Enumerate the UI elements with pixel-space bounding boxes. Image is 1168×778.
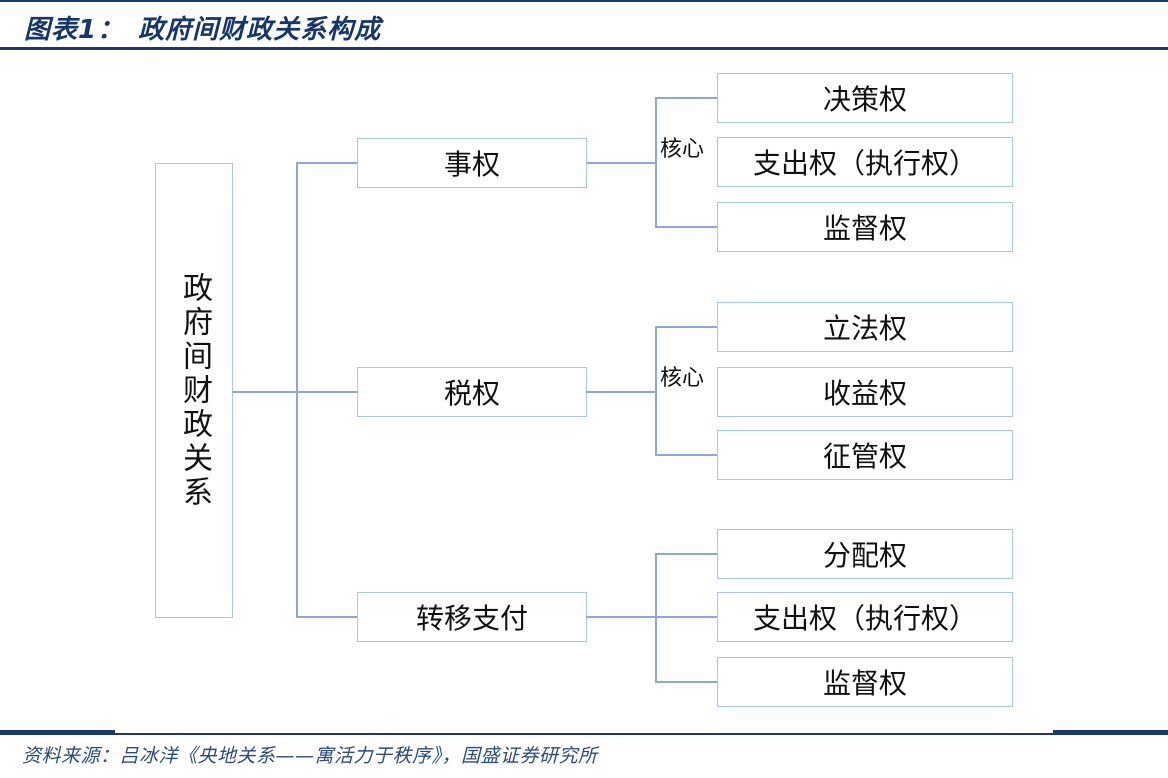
connector-bracket3-top (655, 553, 717, 555)
bracket-group3 (655, 553, 657, 683)
child-node-label: 监督权 (822, 212, 907, 245)
parent-node-zhuanyizhifu: 转移支付 (357, 592, 587, 642)
child-node-zhichuquan-1: 支出权（执行权） (717, 137, 1013, 187)
child-node-label: 支出权（执行权） (752, 147, 977, 180)
child-node-jianduquan-1: 监督权 (717, 202, 1013, 252)
connector-shiquan-to-bracket (587, 162, 656, 164)
footer-rule-thick-right (1053, 730, 1168, 734)
core-label-group1: 核心 (660, 133, 714, 162)
child-node-fenpeiquan: 分配权 (717, 529, 1013, 579)
root-node-label: 政府间财政关系 (177, 271, 212, 510)
parent-node-shuiquan: 税权 (357, 367, 587, 417)
figure-label: 图表1： (24, 15, 125, 45)
child-node-label: 监督权 (822, 667, 907, 700)
connector-bracket2-bottom (655, 454, 717, 456)
source-note: 资料来源：吕冰洋《央地关系——寓活力于秩序》，国盛证券研究所 (22, 745, 598, 767)
child-node-label: 收益权 (822, 377, 907, 410)
child-node-zhengguanquan: 征管权 (717, 430, 1013, 480)
top-border-line (0, 0, 1168, 2)
connector-shuiquan-to-bracket (586, 391, 656, 393)
connector-bracket3-bottom (655, 681, 717, 683)
connector-bracket1-top (655, 97, 717, 99)
parent-node-label: 转移支付 (415, 602, 528, 635)
bracket-group1 (655, 97, 657, 228)
connector-zhuanyizhifu-to-child (586, 616, 717, 618)
root-node: 政府间财政关系 (155, 163, 233, 618)
connector-branch-to-zhuanyizhifu (296, 616, 357, 618)
parent-node-shiquan: 事权 (357, 138, 587, 188)
child-node-label: 立法权 (822, 312, 907, 345)
connector-branch-to-shiquan (296, 162, 357, 164)
parent-node-label: 事权 (443, 148, 500, 181)
connector-branch-vertical (296, 162, 298, 618)
connector-bracket1-bottom (655, 226, 717, 228)
figure-title: 政府间财政关系构成 (138, 15, 382, 45)
title-underline (0, 47, 1168, 50)
child-node-jianduquan-2: 监督权 (717, 657, 1013, 707)
parent-node-label: 税权 (443, 377, 500, 410)
child-node-zhichuquan-2: 支出权（执行权） (717, 592, 1013, 642)
child-node-shouyiquan: 收益权 (717, 367, 1013, 417)
child-node-label: 决策权 (822, 83, 907, 116)
child-node-label: 支出权（执行权） (752, 602, 977, 635)
child-node-label: 分配权 (822, 539, 907, 572)
footer-rule-thin (0, 733, 1168, 735)
connector-root-to-branch (232, 391, 357, 393)
child-node-label: 征管权 (822, 440, 907, 473)
child-node-lifaquan: 立法权 (717, 302, 1013, 352)
connector-bracket2-top (655, 326, 717, 328)
bracket-group2 (655, 326, 657, 456)
core-label-group2: 核心 (660, 362, 714, 391)
child-node-juececuan: 决策权 (717, 73, 1013, 123)
figure-title-row: 图表1： 政府间财政关系构成 (24, 9, 381, 46)
footer-rule-thick-left (0, 730, 115, 734)
